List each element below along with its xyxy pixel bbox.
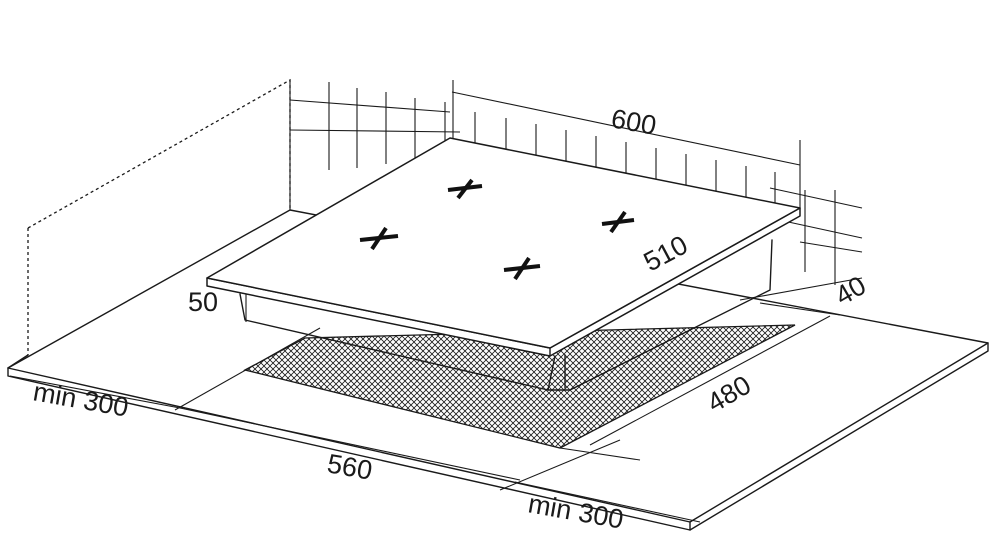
dimension-height-label: 50 bbox=[188, 287, 218, 317]
dimension-width-label: 600 bbox=[609, 103, 659, 140]
dimension-cutout-width-label: 560 bbox=[325, 448, 375, 485]
countertop bbox=[7, 209, 989, 531]
wall-outline bbox=[27, 78, 291, 355]
clearance-left-label: min 300 bbox=[31, 376, 131, 422]
burner-front-right bbox=[503, 256, 541, 281]
burner-front-left bbox=[359, 226, 399, 251]
burner-back-left bbox=[447, 178, 483, 200]
dimension-edge-label: 40 bbox=[830, 270, 871, 311]
cutout-area bbox=[243, 324, 796, 449]
hob bbox=[206, 137, 801, 391]
burner-back-right bbox=[601, 210, 635, 234]
dimension-cutout-depth-label: 480 bbox=[702, 370, 756, 419]
clearance-front-label: min 300 bbox=[526, 488, 626, 534]
